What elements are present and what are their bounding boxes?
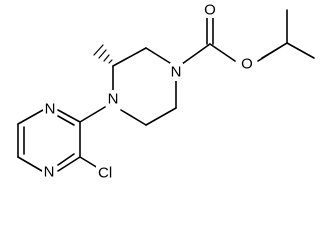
bond-ring-ch2-to-chme: [112, 47, 147, 67]
atom-n-pyrazine-top: N: [45, 101, 56, 118]
bond-pyr-c2-to-n1: [57, 109, 81, 123]
bond-ester-o-to-carbonyl-c: [209, 43, 236, 62]
atom-o-carbonyl: O: [204, 2, 216, 19]
atom-labels: N N O O N N Cl: [42, 2, 254, 182]
bond-pyr-c2-to-n1-inner: [57, 115, 75, 126]
atom-cl: Cl: [98, 165, 112, 182]
atom-o-ester: O: [241, 56, 253, 73]
bond-ring-n-to-ch2-upper: [145, 47, 171, 64]
bond-n-to-pyrazine: [79, 106, 106, 123]
bonds: [17, 9, 315, 172]
atom-n-aryl: N: [108, 91, 119, 108]
atom-n-carbamate: N: [171, 64, 182, 81]
bond-pyr-n4-to-c3: [57, 156, 81, 172]
bond-pyr-n1-to-c6: [17, 109, 44, 125]
bond-carbonyl-c-to-n: [181, 43, 211, 65]
bond-c3-to-cl: [79, 156, 99, 169]
bond-tbu-quaternary-to-methyl-right: [286, 42, 315, 59]
bond-ring-ch2-lower-to-ch2-right: [145, 107, 177, 126]
bond-pyr-c5-to-n4: [17, 156, 43, 172]
atom-n-pyrazine-bottom: N: [44, 164, 55, 181]
bond-ring-n-aryl-to-ch2-lower: [120, 109, 147, 126]
molecule-structure: N N O O N N Cl: [17, 2, 315, 182]
stereo-hashed-wedge: [93, 44, 113, 64]
bond-tbu-quaternary-to-ester-o: [257, 42, 288, 62]
bond-pyr-n4-to-c3-inner: [57, 153, 75, 166]
